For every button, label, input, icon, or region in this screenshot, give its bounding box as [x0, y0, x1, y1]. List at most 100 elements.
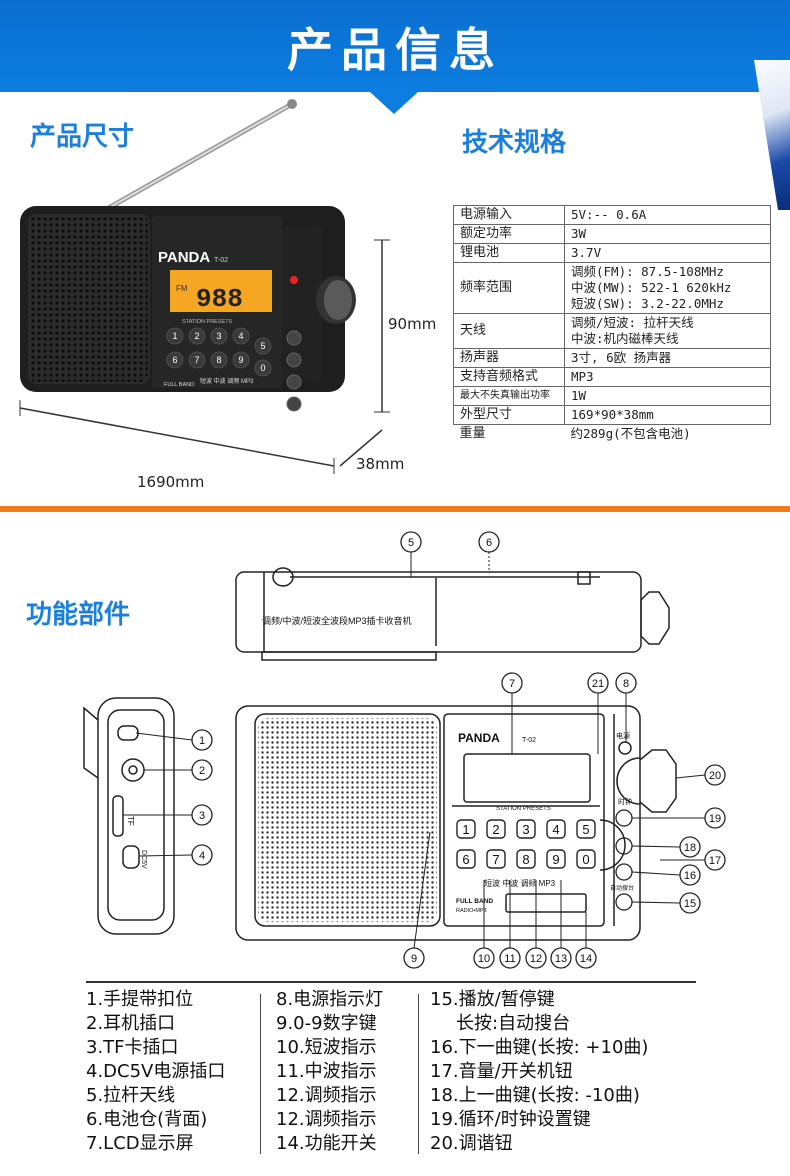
legend-item: 17.音量/开关机钮 [430, 1061, 573, 1082]
spec-value: 5V:-- 0.6A [564, 205, 771, 225]
spec-key: 外型尺寸 [453, 405, 565, 425]
spec-key: 锂电池 [453, 243, 565, 263]
spec-key: 扬声器 [453, 348, 565, 368]
legend-column-1: 1.手提带扣位 2.耳机插口 3.TF卡插口 4.DC5V电源插口 5.拉杆天线… [86, 988, 225, 1156]
spec-value-line: 169*90*38mm [571, 407, 654, 422]
svg-text:1: 1 [172, 331, 177, 341]
svg-text:11: 11 [504, 953, 515, 965]
svg-text:RADIO•MP3: RADIO•MP3 [456, 908, 487, 914]
spec-value: 169*90*38mm [564, 405, 771, 425]
spec-value-line: 3寸, 6欧 扬声器 [571, 350, 672, 365]
spec-row: 外型尺寸 169*90*38mm [453, 405, 771, 425]
svg-text:STATION PRESETS: STATION PRESETS [182, 319, 233, 325]
spec-value: 3W [564, 224, 771, 244]
svg-text:8: 8 [522, 852, 529, 867]
svg-text:T-02: T-02 [214, 257, 228, 264]
spec-value-line: 调频/短波: 拉杆天线 [571, 315, 694, 330]
dimension-width: 1690mm [137, 473, 205, 491]
svg-text:FULL BAND: FULL BAND [456, 898, 493, 905]
svg-text:2: 2 [492, 822, 499, 837]
svg-text:T-02: T-02 [522, 737, 536, 744]
svg-text:21: 21 [592, 678, 604, 690]
legend-divider-2 [418, 994, 419, 1154]
legend-item: 19.循环/时钟设置键 [430, 1109, 591, 1130]
legend-item: 12.调频指示 [276, 1085, 377, 1106]
svg-text:5: 5 [408, 537, 414, 549]
svg-text:20: 20 [709, 770, 721, 782]
section-title-size: 产品尺寸 [30, 122, 135, 152]
svg-text:4: 4 [199, 850, 205, 862]
svg-text:12: 12 [530, 953, 542, 965]
svg-text:19: 19 [709, 813, 721, 825]
svg-text:14: 14 [580, 953, 592, 965]
legend-item: 11.中波指示 [276, 1061, 377, 1082]
svg-text:10: 10 [478, 953, 490, 965]
legend-item: 15.播放/暂停键 [430, 989, 555, 1010]
svg-text:1: 1 [199, 735, 205, 747]
spec-key: 频率范围 [453, 262, 565, 314]
svg-text:3: 3 [216, 331, 221, 341]
spec-value-line: 3W [571, 226, 587, 241]
legend-item: 1.手提带扣位 [86, 989, 194, 1010]
spec-key: 重量 [453, 424, 565, 443]
spec-key: 电源输入 [453, 205, 565, 225]
spec-value-line: 中波(MW): 522-1 620kHz [571, 280, 732, 295]
spec-row: 扬声器 3寸, 6欧 扬声器 [453, 348, 771, 368]
spec-value-line: 约289g(不包含电池) [570, 426, 691, 441]
section-title-parts: 功能部件 [26, 600, 131, 630]
svg-text:7: 7 [509, 678, 515, 690]
svg-text:7: 7 [492, 852, 499, 867]
svg-text:4: 4 [552, 822, 559, 837]
legend-item: 10.短波指示 [276, 1037, 377, 1058]
svg-text:9: 9 [552, 852, 559, 867]
svg-text:2: 2 [194, 331, 199, 341]
svg-text:0: 0 [260, 363, 265, 373]
svg-text:15: 15 [684, 898, 696, 910]
spec-value: 3.7V [564, 243, 771, 263]
spec-value: 约289g(不包含电池) [564, 424, 771, 443]
svg-text:8: 8 [216, 355, 221, 365]
svg-text:PANDA: PANDA [458, 731, 500, 745]
legend-item: 5.拉杆天线 [86, 1085, 176, 1106]
legend-top-rule [86, 981, 696, 983]
spec-value: 调频/短波: 拉杆天线中波:机内磁棒天线 [564, 313, 771, 349]
svg-text:2: 2 [199, 765, 205, 777]
spec-row: 锂电池 3.7V [453, 243, 771, 263]
legend-item: 16.下一曲键(长按: +10曲) [430, 1037, 649, 1058]
header-banner: 产品信息 [0, 0, 790, 92]
legend-item: 3.TF卡插口 [86, 1037, 179, 1058]
svg-text:短波 中波 调频 MP3: 短波 中波 调频 MP3 [200, 377, 254, 385]
legend-item: 20.调谐钮 [430, 1133, 513, 1154]
legend-item: 6.电池仓(背面) [86, 1109, 208, 1130]
legend-item: 9.0-9数字键 [276, 1013, 377, 1034]
svg-text:4: 4 [238, 331, 243, 341]
dimension-depth: 38mm [356, 455, 405, 473]
svg-text:自动搜台: 自动搜台 [610, 884, 634, 892]
svg-text:5: 5 [260, 341, 265, 351]
legend-item: 12.调频指示 [276, 1109, 377, 1130]
svg-text:6: 6 [486, 537, 492, 549]
svg-text:1: 1 [462, 822, 469, 837]
spec-value-line: 3.7V [571, 245, 602, 260]
spec-value: MP3 [564, 367, 771, 387]
svg-text:18: 18 [684, 842, 696, 854]
spec-value: 1W [564, 386, 771, 406]
svg-text:FULL BAND: FULL BAND [164, 382, 194, 388]
banner-notch [370, 92, 418, 114]
svg-text:调频/中波/短波全波段MP3插卡收音机: 调频/中波/短波全波段MP3插卡收音机 [262, 615, 412, 626]
spec-value-line: 调频(FM): 87.5-108MHz [571, 264, 724, 279]
svg-text:9: 9 [411, 953, 417, 965]
legend-column-2: 8.电源指示灯 9.0-9数字键 10.短波指示 11.中波指示 12.调频指示… [276, 988, 383, 1156]
svg-text:17: 17 [709, 855, 721, 867]
svg-text:16: 16 [684, 870, 696, 882]
spec-key: 支持音频格式 [453, 367, 565, 387]
svg-text:时钟: 时钟 [618, 797, 632, 806]
legend-item: 2.耳机插口 [86, 1013, 176, 1034]
legend-item: 7.LCD显示屏 [86, 1133, 194, 1154]
svg-text:6: 6 [172, 355, 177, 365]
